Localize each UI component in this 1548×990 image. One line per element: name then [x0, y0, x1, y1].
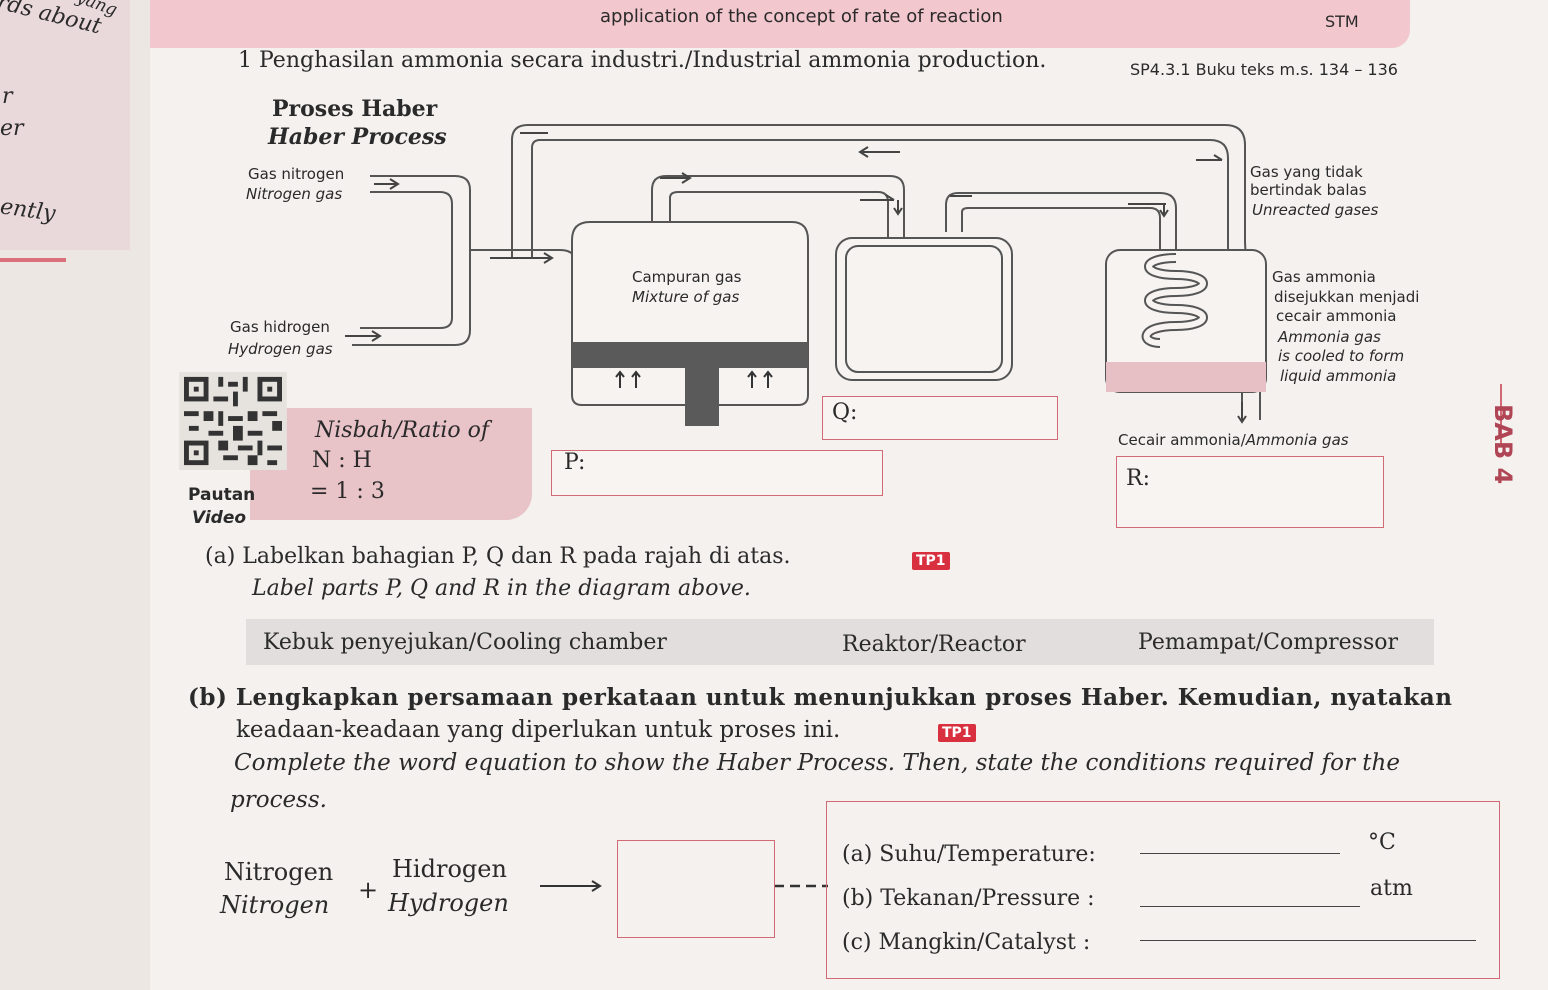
choice-cooling-chamber[interactable]: Kebuk penyejukan/Cooling chamber [263, 630, 667, 655]
conditions-box [826, 801, 1500, 979]
question-a-text-en: Label parts P, Q and R in the diagram ab… [252, 576, 751, 601]
equation-plus: + [358, 876, 379, 904]
ratio-value: = 1 : 3 [310, 479, 385, 504]
cooling-label: disejukkan menjadi [1274, 288, 1420, 306]
left-page-shade [0, 0, 130, 250]
chapter-tab: BAB 4 [1489, 403, 1517, 485]
equation-nitrogen: Nitrogen [224, 858, 334, 886]
header-text: application of the concept of rate of re… [600, 6, 1003, 27]
cooling-label-en: Ammonia gas [1278, 328, 1381, 346]
equation-hydrogen-en: Hydrogen [388, 889, 509, 917]
unit-celsius: °C [1368, 830, 1396, 855]
margin-fragment: er [0, 116, 24, 141]
unit-atm: atm [1370, 876, 1413, 901]
equation-nitrogen-en: Nitrogen [220, 891, 330, 919]
question-b-text: (b) Lengkapkan persamaan perkataan untuk… [188, 684, 1453, 711]
item-title: 1 Penghasilan ammonia secara industri./I… [238, 48, 1047, 73]
cooling-label-en: liquid ammonia [1280, 367, 1397, 385]
cooling-label-en: is cooled to form [1278, 347, 1405, 365]
left-page-rule [0, 258, 66, 262]
ratio-box [250, 408, 532, 520]
ratio-title: Nisbah/Ratio of [315, 418, 490, 443]
tp-badge: TP1 [912, 552, 950, 570]
qr-code-icon[interactable] [178, 372, 288, 470]
equation-answer-box[interactable] [617, 840, 775, 938]
unreacted-label: Gas yang tidak [1250, 163, 1363, 181]
header-banner [150, 0, 1410, 48]
label-p: P: [564, 450, 586, 475]
cooling-label: cecair ammonia [1276, 307, 1397, 325]
textbook-reference: SP4.3.1 Buku teks m.s. 134 – 136 [1130, 60, 1398, 79]
margin-fragment: r [2, 84, 13, 109]
label-r: R: [1126, 466, 1150, 491]
question-b-text-en: Complete the word equation to show the H… [234, 750, 1400, 776]
diagram-title: Proses Haber [272, 96, 438, 122]
hydrogen-gas-label: Gas hidrogen [230, 318, 330, 336]
diagram-title-en: Haber Process [268, 124, 447, 150]
equation-hydrogen: Hidrogen [392, 855, 507, 883]
condition-pressure: (b) Tekanan/Pressure : [842, 886, 1095, 911]
nitrogen-gas-label-en: Nitrogen gas [246, 185, 343, 203]
choice-bar [246, 619, 1434, 665]
unreacted-label: bertindak balas [1250, 181, 1367, 199]
mixture-label-en: Mixture of gas [632, 288, 740, 306]
answer-box-q[interactable] [822, 396, 1058, 440]
label-q: Q: [832, 400, 858, 425]
answer-box-p[interactable] [551, 450, 883, 496]
choice-reactor[interactable]: Reaktor/Reactor [842, 632, 1026, 657]
header-badge: STM [1325, 12, 1359, 31]
unreacted-label-en: Unreacted gases [1252, 201, 1379, 219]
liquid-ammonia-label: Cecair ammonia/Ammonia gas [1118, 431, 1349, 449]
choice-compressor[interactable]: Pemampat/Compressor [1138, 630, 1399, 655]
hydrogen-gas-label-en: Hydrogen gas [228, 340, 333, 358]
question-a-text: (a) Labelkan bahagian P, Q dan R pada ra… [205, 544, 791, 569]
cooling-label: Gas ammonia [1272, 268, 1376, 286]
video-link-label-2[interactable]: Video [192, 508, 247, 528]
question-b-text-en: process. [230, 787, 327, 813]
answer-box-r[interactable] [1116, 456, 1384, 528]
temperature-blank[interactable] [1140, 853, 1340, 854]
nitrogen-gas-label: Gas nitrogen [248, 165, 345, 183]
condition-temperature: (a) Suhu/Temperature: [842, 842, 1096, 867]
condition-catalyst: (c) Mangkin/Catalyst : [842, 930, 1091, 955]
question-b-text: keadaan-keadaan yang diperlukan untuk pr… [236, 717, 841, 743]
pressure-blank[interactable] [1140, 906, 1360, 907]
ratio-nh: N : H [312, 448, 372, 473]
tp-badge: TP1 [938, 724, 976, 742]
chapter-tab-line [1500, 384, 1502, 444]
equation-arrow-icon [540, 880, 828, 892]
catalyst-blank[interactable] [1140, 940, 1476, 941]
mixture-label: Campuran gas [632, 268, 742, 286]
video-link-label[interactable]: Pautan [188, 485, 256, 505]
